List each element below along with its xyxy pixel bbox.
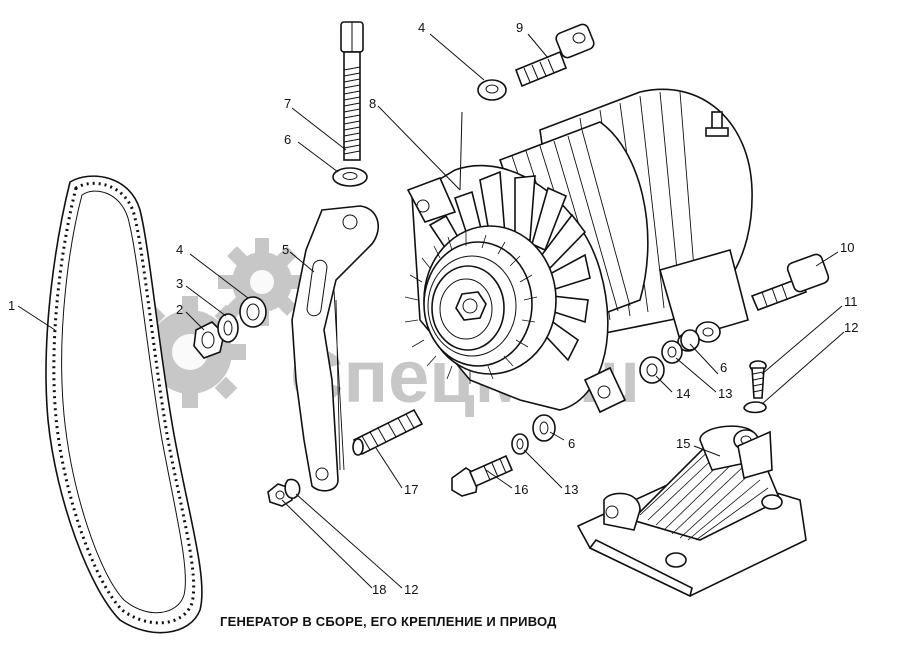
callout-18: 18: [372, 582, 386, 597]
middle-washers: [511, 414, 556, 455]
callout-12-right: 12: [844, 320, 858, 335]
callout-6-bottom: 6: [568, 436, 575, 451]
bottom-nut: [267, 478, 301, 507]
callout-14: 14: [676, 386, 690, 401]
washer-upper: [477, 79, 507, 101]
callout-15: 15: [676, 436, 690, 451]
callout-1: 1: [8, 298, 15, 313]
callout-5: 5: [282, 242, 289, 257]
drive-belt: [45, 175, 203, 634]
callout-17: 17: [404, 482, 418, 497]
callout-6-top: 6: [284, 132, 291, 147]
bolt-10: [750, 253, 830, 312]
callout-6-right: 6: [720, 360, 727, 375]
callout-8: 8: [369, 96, 376, 111]
diagram-caption: ГЕНЕРАТОР В СБОРЕ, ЕГО КРЕПЛЕНИЕ И ПРИВО…: [220, 614, 557, 629]
screw-11: [743, 360, 767, 414]
callout-13-right: 13: [718, 386, 732, 401]
long-bolt: [340, 21, 364, 161]
washer-top: [332, 167, 368, 187]
eye-bolt: [514, 23, 595, 88]
callout-2: 2: [176, 302, 183, 317]
right-washers: [639, 329, 700, 384]
callout-7: 7: [284, 96, 291, 111]
callouts: 1 2 3 4 4 5 6 6 6 7 8 9 10 11 12 12 13 1…: [8, 20, 858, 597]
callout-13-bottom: 13: [564, 482, 578, 497]
stud: [352, 408, 424, 456]
bolt-16: [451, 454, 514, 497]
callout-10: 10: [840, 240, 854, 255]
callout-11: 11: [844, 294, 858, 309]
callout-3: 3: [176, 276, 183, 291]
leader-lines: [17, 33, 845, 589]
left-fasteners: [193, 296, 267, 359]
callout-16: 16: [514, 482, 528, 497]
tension-bracket: [291, 205, 380, 492]
pulley: [404, 225, 557, 384]
callout-4-top: 4: [418, 20, 425, 35]
callout-9: 9: [516, 20, 523, 35]
alternator: [404, 88, 753, 414]
mounting-bracket: [576, 425, 807, 598]
callout-12-bottom: 12: [404, 582, 418, 597]
callout-4-left: 4: [176, 242, 183, 257]
